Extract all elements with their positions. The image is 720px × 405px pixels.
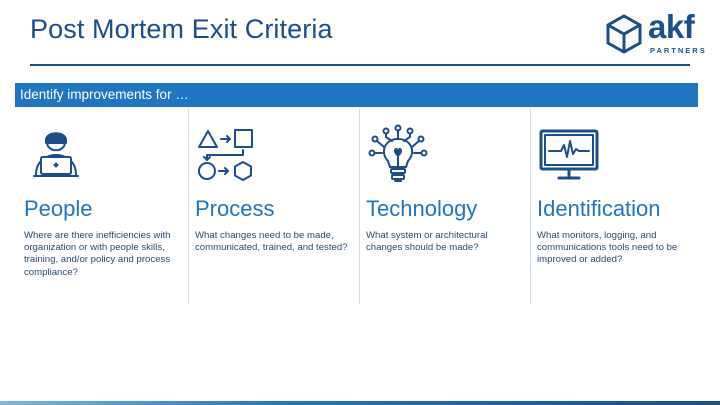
column-description: Where are there inefficiencies with orga… — [24, 230, 171, 278]
criteria-columns: People Where are there inefficiencies wi… — [18, 109, 700, 304]
column-description: What monitors, logging, and communicatio… — [537, 230, 678, 266]
title-divider — [30, 64, 690, 66]
footer-accent-bar — [0, 401, 720, 405]
column-description: What system or architectural changes sho… — [366, 230, 488, 254]
logo-wordmark: akf — [648, 8, 695, 45]
process-flow-icon — [195, 123, 259, 187]
monitor-heartbeat-icon — [537, 123, 601, 187]
column-heading: Process — [195, 196, 275, 221]
column-process: Process What changes need to be made, co… — [188, 109, 358, 304]
column-description: What changes need to be made, communicat… — [195, 230, 348, 254]
akf-logo: akf PARTNERS — [604, 8, 712, 58]
lightbulb-network-icon — [366, 123, 430, 187]
column-people: People Where are there inefficiencies wi… — [18, 109, 188, 304]
slide-title: Post Mortem Exit Criteria — [30, 14, 333, 44]
column-heading: Technology — [366, 196, 478, 221]
section-banner: Identify improvements for … — [15, 83, 698, 107]
column-technology: Technology What system or architectural … — [359, 109, 529, 304]
column-heading: People — [24, 196, 93, 221]
column-identification: Identification What monitors, logging, a… — [530, 109, 700, 304]
cube-icon — [606, 14, 642, 54]
logo-subtitle: PARTNERS — [650, 46, 707, 55]
column-heading: Identification — [537, 196, 661, 221]
person-laptop-icon — [24, 123, 88, 187]
